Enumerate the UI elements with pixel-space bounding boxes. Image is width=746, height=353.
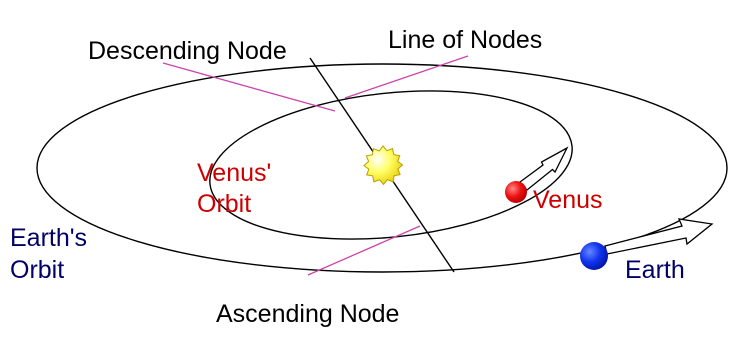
venus-orbit-label-line1: Venus' <box>197 159 271 187</box>
earth-orbit-label-line2: Orbit <box>10 256 64 284</box>
sun-icon <box>364 146 403 185</box>
descending-node-leader <box>163 63 335 111</box>
descending-node-label: Descending Node <box>88 37 287 65</box>
earth-arrow <box>605 219 712 254</box>
venus-planet-icon <box>505 181 527 203</box>
venus-arrow <box>520 148 567 190</box>
earth-planet-icon <box>580 242 608 270</box>
venus-orbit-label-line2: Orbit <box>197 190 251 218</box>
ascending-node-label: Ascending Node <box>216 300 399 328</box>
line-of-nodes-label: Line of Nodes <box>388 26 542 54</box>
ascending-node-leader <box>308 226 420 275</box>
earth-label: Earth <box>625 256 685 284</box>
venus-label: Venus <box>533 186 603 214</box>
earth-orbit-label-line1: Earth's <box>10 224 87 252</box>
